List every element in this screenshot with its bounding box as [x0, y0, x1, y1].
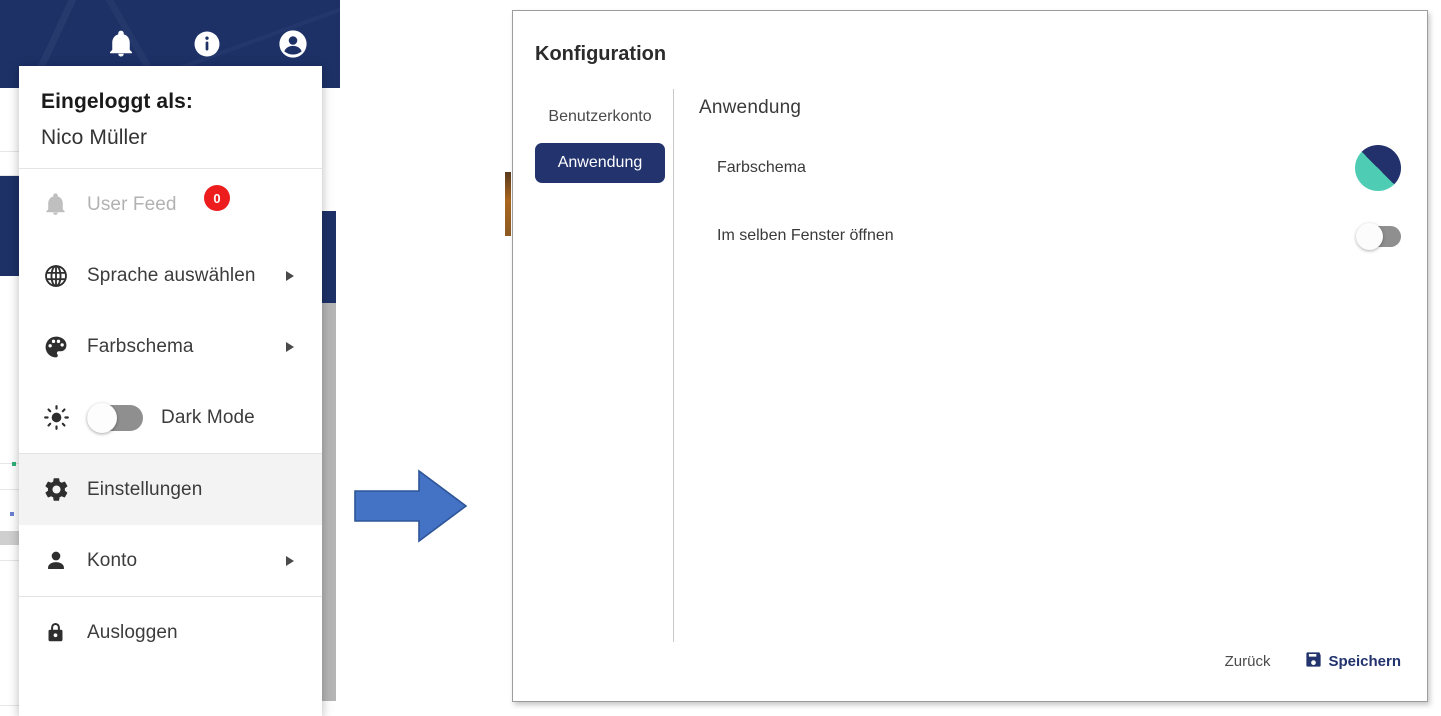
same-window-toggle[interactable]	[1356, 222, 1401, 250]
user-menu-popup: Eingeloggt als: Nico Müller User Feed 0	[19, 66, 322, 716]
background-hairline	[0, 175, 19, 176]
menu-item-label: Farbschema	[87, 335, 194, 357]
color-scheme-swatch[interactable]	[1355, 145, 1401, 191]
tab-benutzerkonto[interactable]: Benutzerkonto	[535, 99, 665, 135]
user-feed-count-badge: 0	[204, 185, 230, 211]
menu-divider	[19, 168, 322, 169]
menu-item-farbschema[interactable]: Farbschema	[19, 311, 322, 382]
menu-item-label: Ausloggen	[87, 621, 178, 643]
save-floppy-icon	[1304, 650, 1323, 673]
chevron-right-icon	[286, 555, 294, 566]
save-button[interactable]: Speichern	[1304, 650, 1401, 673]
background-navy-block-right	[322, 211, 336, 303]
menu-item-label: Dark Mode	[161, 406, 255, 428]
bell-icon	[43, 192, 87, 217]
account-circle-icon[interactable]	[276, 27, 310, 61]
flow-arrow-right-icon	[353, 467, 468, 550]
menu-item-label: User Feed	[87, 193, 177, 215]
source-app-fragment: Eingeloggt als: Nico Müller User Feed 0	[0, 0, 340, 716]
menu-item-einstellungen[interactable]: Einstellungen	[19, 454, 322, 525]
menu-item-label: Konto	[87, 549, 138, 571]
chevron-right-icon	[286, 270, 294, 281]
menu-divider	[19, 453, 322, 454]
setting-row-farbschema: Farbschema	[699, 145, 1401, 191]
menu-item-sprache-auswaehlen[interactable]: Sprache auswählen	[19, 240, 322, 311]
background-orange-sliver	[505, 172, 511, 236]
pane-title: Anwendung	[699, 97, 802, 118]
toggle-knob	[1356, 222, 1383, 250]
toggle-knob	[87, 402, 117, 433]
background-speck	[12, 462, 16, 466]
lock-icon	[43, 620, 87, 645]
save-button-label: Speichern	[1328, 653, 1401, 670]
background-hairline	[0, 463, 19, 464]
setting-row-im-selben-fenster-oeffnen: Im selben Fenster öffnen	[699, 217, 1401, 255]
palette-icon	[43, 334, 87, 360]
dialog-pane-anwendung: Anwendung Farbschema Im selben Fenster ö…	[699, 97, 1401, 255]
background-hairline	[0, 151, 19, 152]
menu-item-dark-mode[interactable]: Dark Mode	[19, 382, 322, 453]
dialog-vertical-divider	[673, 89, 674, 642]
navbar-icon-group	[0, 0, 340, 88]
background-speck	[10, 512, 14, 516]
background-navy-block-left	[0, 176, 22, 276]
menu-divider	[19, 596, 322, 597]
user-menu-header: Eingeloggt als: Nico Müller	[19, 66, 322, 168]
menu-item-label: Sprache auswählen	[87, 264, 256, 286]
logged-in-as-label: Eingeloggt als:	[41, 90, 194, 113]
tab-anwendung[interactable]: Anwendung	[535, 143, 665, 183]
background-hairline	[0, 489, 19, 490]
background-hairline	[0, 705, 19, 706]
brightness-icon	[43, 404, 87, 431]
setting-label: Farbschema	[717, 159, 806, 176]
background-scrollbar-strip	[322, 303, 336, 701]
globe-icon	[43, 263, 87, 289]
user-name: Nico Müller	[41, 126, 148, 149]
menu-item-konto[interactable]: Konto	[19, 525, 322, 596]
menu-item-ausloggen[interactable]: Ausloggen	[19, 597, 322, 668]
setting-label: Im selben Fenster öffnen	[717, 227, 894, 244]
chevron-right-icon	[286, 341, 294, 352]
dialog-title: Konfiguration	[535, 43, 667, 65]
gear-icon	[43, 476, 87, 503]
bell-icon[interactable]	[104, 27, 138, 61]
dialog-footer: Zurück Speichern	[1225, 650, 1401, 673]
menu-item-user-feed[interactable]: User Feed 0	[19, 169, 322, 240]
person-icon	[43, 548, 87, 574]
dark-mode-toggle[interactable]	[87, 402, 143, 433]
background-hairline	[0, 560, 19, 561]
info-icon[interactable]	[190, 27, 224, 61]
menu-item-label: Einstellungen	[87, 478, 203, 500]
back-button[interactable]: Zurück	[1224, 653, 1271, 670]
dialog-tab-list: Benutzerkonto Anwendung	[535, 99, 665, 183]
konfiguration-dialog: Konfiguration Benutzerkonto Anwendung An…	[512, 10, 1428, 702]
